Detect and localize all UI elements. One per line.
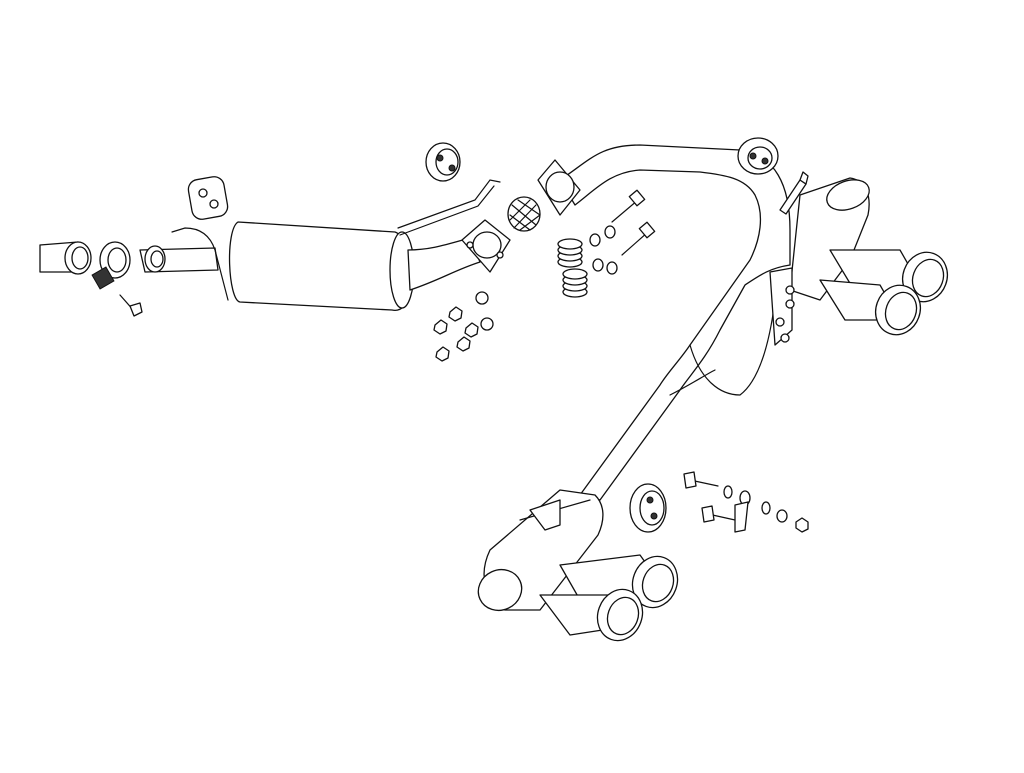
spring-bolt-lower [622, 222, 655, 255]
hanger-hardware [684, 472, 808, 532]
right-mount-bracket [770, 172, 808, 345]
rubber-hanger-2 [426, 143, 460, 181]
rubber-hanger-1 [187, 175, 229, 221]
spring-bolt-upper [612, 190, 645, 222]
rubber-hanger-4 [630, 484, 666, 532]
spring-lower [563, 269, 587, 297]
rubber-hanger-3 [738, 138, 778, 174]
pipe-clamp [92, 242, 130, 289]
clamp-bolt [120, 295, 142, 316]
washers-spring [590, 226, 617, 274]
rear-y-pipe [560, 145, 790, 500]
front-pipe-end [40, 242, 91, 274]
left-rear-muffler [472, 490, 685, 647]
right-rear-muffler [790, 174, 954, 341]
flange-rear [538, 160, 580, 215]
spring-upper [558, 239, 582, 267]
front-muffler [140, 180, 500, 310]
flange-nuts [434, 292, 493, 361]
mesh-gasket [508, 197, 540, 231]
flange-front [462, 220, 510, 272]
